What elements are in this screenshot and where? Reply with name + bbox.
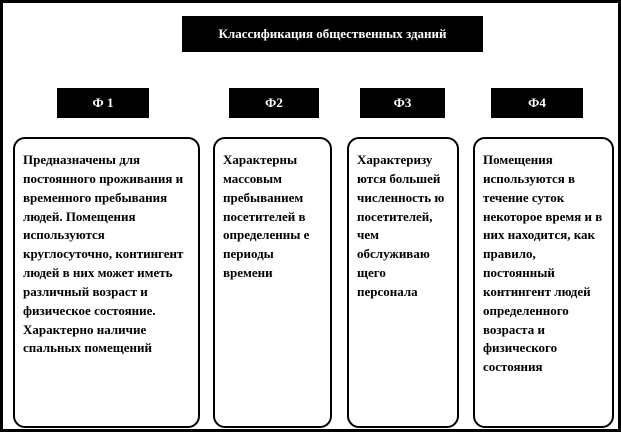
category-header-f4: Ф4: [491, 88, 583, 118]
category-header-f3: Ф3: [360, 88, 445, 118]
category-description-f1: Предназначены для постоянного проживания…: [13, 137, 200, 428]
category-header-f2: Ф2: [229, 88, 319, 118]
diagram-title: Классификация общественных зданий: [182, 16, 483, 52]
category-description-f4: Помещения используются в течение суток н…: [473, 137, 614, 428]
category-description-f2: Характерны массовым пребыванием посетите…: [213, 137, 332, 428]
category-header-f1: Ф 1: [57, 88, 149, 118]
category-description-f3: Характеризу ются большей численность ю п…: [347, 137, 459, 428]
